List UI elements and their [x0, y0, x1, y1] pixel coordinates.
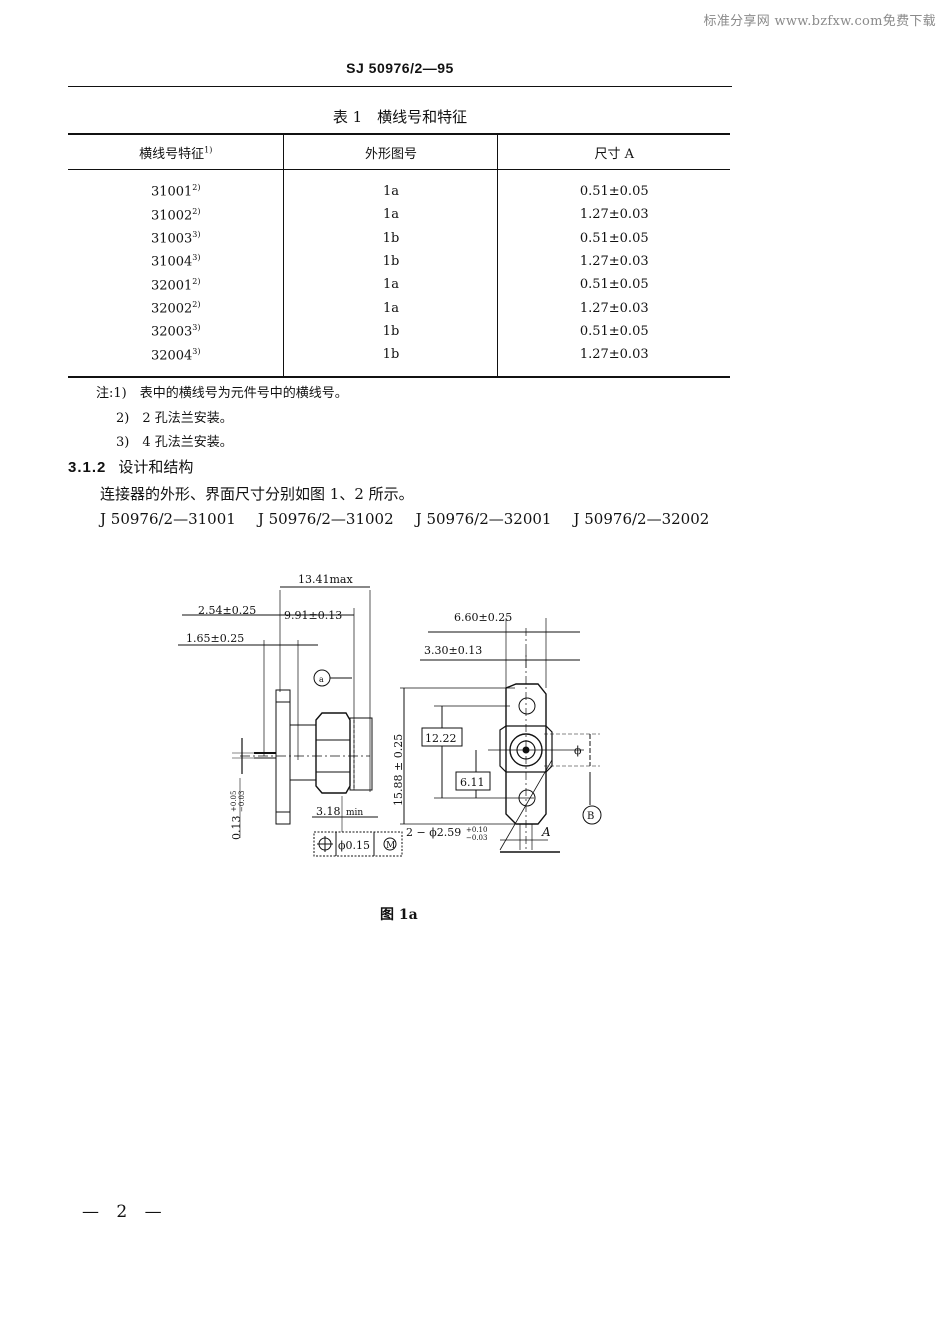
table-1: 横线号特征1) 外形图号 尺寸 A 310012) 1a 0.51±0.05 3…: [68, 133, 730, 379]
dim-6-60: 6.60±0.25: [454, 611, 512, 624]
connector-drawing: 13.41max 2.54±0.25 9.91±0.13 1.65±0.25 a…: [178, 573, 602, 857]
cell-figure: 1a: [283, 296, 498, 320]
cell-figure: 1a: [283, 169, 498, 204]
cell-dim-a: 1.27±0.03: [497, 249, 730, 274]
dim-1-65: 1.65±0.25: [186, 632, 244, 645]
column-header-figure: 外形图号: [283, 133, 498, 170]
callout-b-label: B: [587, 811, 594, 822]
header-rule: [68, 86, 732, 87]
svg-text:−0.03: −0.03: [466, 834, 487, 842]
cell-id: 320022): [150, 299, 201, 317]
section-heading: 3.1.2 设计和结构: [68, 456, 193, 477]
mmc-modifier-icon: [383, 837, 397, 851]
hex-nut: [315, 712, 351, 794]
dim-overall-length: 13.41max: [298, 573, 353, 586]
cell-id: 310022): [150, 206, 201, 224]
cell-dim-a: 0.51±0.05: [497, 319, 730, 344]
cell-figure: 1b: [283, 226, 498, 250]
dim-3-30: 3.30±0.13: [424, 644, 482, 657]
column-header-id: 横线号特征1): [68, 133, 284, 170]
model-item: J 50976/2—31001: [100, 510, 236, 528]
dim-15-88: 15.88 ± 0.25: [392, 734, 405, 806]
figure-caption: 图 1a: [380, 907, 418, 923]
table-row: 320012) 1a 0.51±0.05: [68, 273, 730, 297]
section-number: 3.1.2: [68, 459, 107, 476]
table-row: 310033) 1b 0.51±0.05: [68, 226, 730, 250]
mount-hole-top: [518, 697, 536, 715]
table-row: 320033) 1b 0.51±0.05: [68, 319, 730, 344]
column-header-dim-a: 尺寸 A: [497, 133, 730, 170]
cell-dim-a: 1.27±0.03: [497, 343, 730, 379]
datum-a-label: A: [541, 825, 551, 839]
table-row: 310012) 1a 0.51±0.05: [68, 169, 730, 204]
tolerance-value: ϕ0.15: [338, 839, 370, 852]
model-item: J 50976/2—31002: [257, 510, 394, 528]
cell-id: 320012): [150, 276, 201, 293]
model-item: J 50976/2—32001: [415, 510, 552, 528]
model-item: J 50976/2—32002: [573, 510, 710, 528]
cell-id: 320043): [68, 343, 284, 379]
dim-9-91: 9.91±0.13: [284, 609, 342, 622]
table-title: 表 1 横线号和特征: [332, 108, 468, 126]
cell-dim-a: 0.51±0.05: [497, 169, 730, 204]
dim-6-11: 6.11: [460, 776, 485, 789]
svg-text:+0.05: +0.05: [230, 791, 238, 812]
table-row: 310022) 1a 1.27±0.03: [68, 203, 730, 227]
cell-figure: 1a: [283, 273, 498, 297]
table-row: 320043) 1b 1.27±0.03: [68, 343, 730, 379]
dim-pin-dia: 0.13: [230, 816, 243, 841]
svg-text:−0.03: −0.03: [238, 791, 246, 812]
dim-3-18: 3.18: [316, 805, 341, 818]
standard-code-header: SJ 50976/2—95: [346, 60, 454, 76]
cell-id: 320033): [150, 323, 201, 340]
table-row: 320022) 1a 1.27±0.03: [68, 296, 730, 320]
svg-text:+0.10: +0.10: [466, 826, 487, 834]
dim-holes: 2 − ϕ2.59: [406, 826, 461, 839]
cell-dim-a: 0.51±0.05: [497, 226, 730, 250]
cell-dim-a: 1.27±0.03: [497, 296, 730, 320]
flange-side: [275, 689, 291, 825]
mmc-label: M: [386, 841, 395, 851]
model-list: J 50976/2—31001 J 50976/2—31002 J 50976/2—…: [100, 510, 731, 528]
cell-figure: 1a: [283, 203, 498, 227]
cell-id: 310033): [150, 230, 201, 247]
note-1: 注:1) 表中的横线号为元件号中的横线号。: [96, 386, 348, 401]
flange-front: [505, 683, 547, 825]
callout-a-label: a: [319, 675, 324, 684]
cell-figure: 1b: [283, 319, 498, 344]
watermark: 标准分享网 www.bzfxw.com免费下载: [703, 14, 936, 29]
section-title: 设计和结构: [118, 458, 194, 476]
note-3: 3) 4 孔法兰安装。: [116, 435, 233, 450]
table-header-row: 横线号特征1) 外形图号 尺寸 A: [68, 133, 730, 170]
cell-dim-a: 1.27±0.03: [497, 203, 730, 227]
section-paragraph: 连接器的外形、界面尺寸分别如图 1、2 所示。: [100, 485, 414, 503]
note-2: 2) 2 孔法兰安装。: [116, 410, 233, 426]
dim-2-54: 2.54±0.25: [198, 604, 256, 617]
cell-figure: 1b: [283, 249, 498, 274]
dim-min: min: [346, 808, 363, 818]
phi-symbol: ϕ: [574, 744, 582, 757]
callout-b-circle: [582, 805, 602, 825]
table-notes: 注:1) 表中的横线号为元件号中的横线号。 2) 2 孔法兰安装。 3) 4 孔…: [96, 382, 348, 456]
cell-dim-a: 0.51±0.05: [497, 273, 730, 297]
table-row: 310043) 1b 1.27±0.03: [68, 249, 730, 274]
cell-figure: 1b: [283, 343, 498, 379]
cell-id: 310043): [150, 253, 201, 270]
dim-12-22: 12.22: [425, 732, 457, 745]
page-number: — 2 —: [82, 1202, 168, 1222]
cell-id: 310012): [150, 183, 201, 200]
